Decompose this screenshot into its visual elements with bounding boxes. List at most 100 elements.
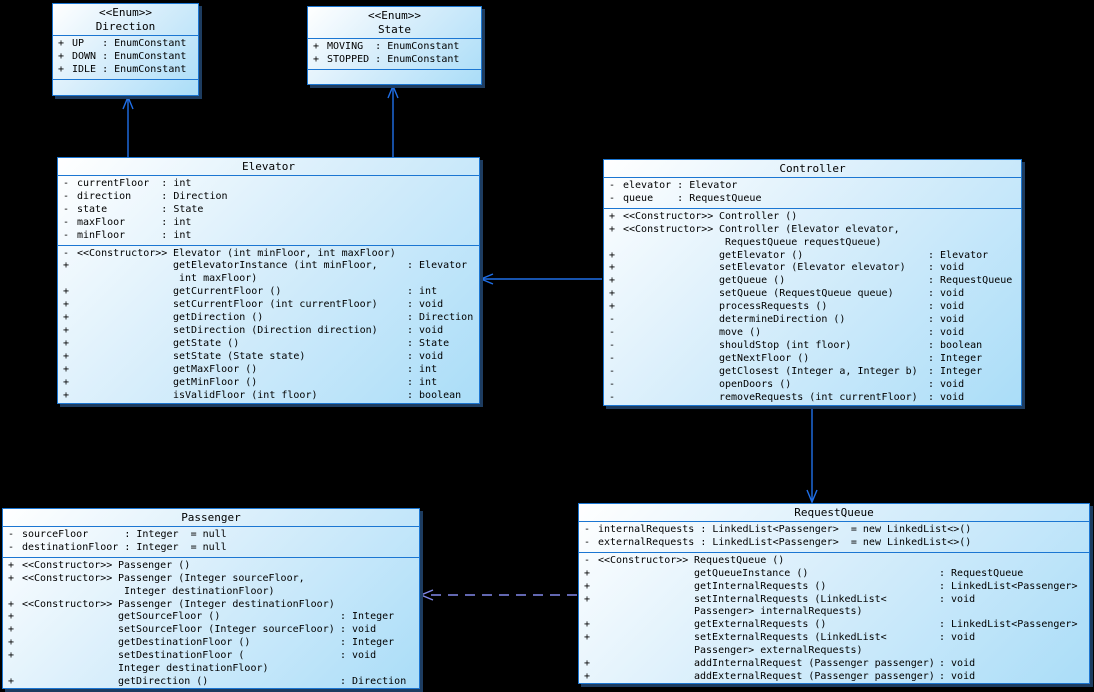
method-row: -getNextFloor (): Integer — [609, 352, 983, 364]
attribute-row: -queue : RequestQueue — [609, 192, 762, 204]
method-row: +addInternalRequest (Passenger passenger… — [584, 658, 976, 670]
method-row: +getDestinationFloor (): Integer — [8, 637, 395, 649]
relation-controller-to-requestqueue[interactable] — [806, 407, 818, 504]
method-row: +processRequests (): void — [609, 301, 965, 313]
class-elevator-title: Elevator — [58, 158, 479, 175]
class-state-attributes: +MOVING : EnumConstant+STOPPED : EnumCon… — [308, 38, 481, 69]
method-row: +getMinFloor (): int — [63, 376, 438, 388]
class-elevator-name: Elevator — [242, 160, 295, 173]
class-state[interactable]: <<Enum>> State +MOVING : EnumConstant+ST… — [307, 6, 482, 85]
arrowhead-left-icon — [419, 589, 434, 601]
method-row: +<<Constructor>>Passenger (Integer sourc… — [8, 572, 305, 597]
attribute-row: +IDLE : EnumConstant — [58, 63, 187, 75]
method-row: +getInternalRequests (): LinkedList<Pass… — [584, 580, 1078, 592]
class-controller-attributes: -elevator : Elevator-queue : RequestQueu… — [604, 177, 1021, 208]
class-elevator[interactable]: Elevator -currentFloor : int-direction :… — [57, 157, 480, 404]
method-row: -determineDirection (): void — [609, 314, 965, 326]
method-row: -<<Constructor>>Elevator (int minFloor, … — [63, 247, 396, 259]
class-controller[interactable]: Controller -elevator : Elevator-queue : … — [603, 159, 1022, 406]
relation-controller-to-elevator[interactable] — [479, 273, 602, 285]
attribute-row: -internalRequests : LinkedList<Passenger… — [584, 524, 972, 535]
attribute-row: -sourceFloor : Integer = null — [8, 529, 227, 540]
class-state-methods-empty — [308, 68, 481, 84]
method-row: +setElevator (Elevator elevator): void — [609, 262, 965, 274]
method-row: -move (): void — [609, 326, 965, 338]
relation-elevator-to-direction[interactable] — [122, 95, 134, 157]
attribute-row: -state : State — [63, 203, 204, 215]
class-requestqueue-methods: -<<Constructor>>RequestQueue ()+getQueue… — [579, 551, 1089, 683]
method-row: +<<Constructor>>Passenger (Integer desti… — [8, 598, 335, 610]
method-row: +getState (): State — [63, 337, 450, 349]
arrowhead-left-icon — [479, 273, 494, 285]
method-row: +setQueue (RequestQueue queue): void — [609, 288, 965, 300]
attribute-row: +DOWN : EnumConstant — [58, 50, 187, 62]
arrowhead-up-icon — [122, 95, 134, 110]
method-row: +getDirection (): Direction — [8, 675, 407, 687]
class-passenger-title: Passenger — [3, 509, 419, 526]
relation-elevator-to-state[interactable] — [387, 84, 399, 157]
method-row: +setCurrentFloor (int currentFloor): voi… — [63, 299, 444, 311]
method-row: -openDoors (): void — [609, 378, 965, 390]
method-row: -<<Constructor>>RequestQueue () — [584, 554, 785, 566]
attribute-row: -minFloor : int — [63, 229, 192, 241]
class-elevator-attributes: -currentFloor : int-direction : Directio… — [58, 175, 479, 245]
method-row: +getSourceFloor (): Integer — [8, 611, 395, 623]
class-state-stereotype: <<Enum>> — [368, 9, 421, 22]
class-controller-methods: +<<Constructor>>Controller ()+<<Construc… — [604, 207, 1021, 405]
method-row: +getDirection (): Direction — [63, 312, 474, 324]
method-row: +getElevator (): Elevator — [609, 249, 989, 261]
class-passenger-name: Passenger — [181, 511, 241, 524]
class-direction[interactable]: <<Enum>> Direction +UP : EnumConstant+DO… — [52, 3, 199, 96]
method-row: +addExternalRequest (Passenger passenger… — [584, 670, 976, 682]
class-direction-methods-empty — [53, 78, 198, 95]
class-controller-title: Controller — [604, 160, 1021, 177]
class-passenger-attributes: -sourceFloor : Integer = null-destinatio… — [3, 526, 419, 557]
class-requestqueue-name: RequestQueue — [794, 506, 874, 519]
attribute-row: -externalRequests : LinkedList<Passenger… — [584, 536, 972, 548]
class-state-name: State — [377, 23, 412, 36]
class-direction-attributes: +UP : EnumConstant+DOWN : EnumConstant+I… — [53, 35, 198, 79]
class-requestqueue[interactable]: RequestQueue -internalRequests : LinkedL… — [578, 503, 1090, 684]
class-direction-name: Direction — [95, 20, 156, 33]
attribute-row: +MOVING : EnumConstant — [313, 41, 460, 52]
class-requestqueue-attributes: -internalRequests : LinkedList<Passenger… — [579, 521, 1089, 552]
method-row: -shouldStop (int floor): boolean — [609, 339, 983, 351]
arrowhead-up-icon — [387, 84, 399, 99]
method-row: +<<Constructor>>Controller () — [609, 210, 798, 222]
class-passenger[interactable]: Passenger -sourceFloor : Integer = null-… — [2, 508, 420, 689]
class-elevator-methods: -<<Constructor>>Elevator (int minFloor, … — [58, 244, 479, 403]
attribute-row: -maxFloor : int — [63, 216, 192, 228]
attribute-row: -currentFloor : int — [63, 178, 192, 189]
attribute-row: -elevator : Elevator — [609, 180, 738, 191]
class-state-title: <<Enum>> State — [308, 7, 481, 38]
method-row: +<<Constructor>>Passenger () — [8, 559, 191, 571]
method-row: +<<Constructor>>Controller (Elevator ele… — [609, 223, 900, 248]
method-row: +setInternalRequests (LinkedList< Passen… — [584, 593, 976, 618]
method-row: +setExternalRequests (LinkedList< Passen… — [584, 632, 976, 657]
method-row: +getMaxFloor (): int — [63, 363, 438, 375]
attribute-row: +STOPPED : EnumConstant — [313, 53, 460, 65]
attribute-row: -destinationFloor : Integer = null — [8, 541, 227, 553]
method-row: +setDirection (Direction direction): voi… — [63, 324, 444, 336]
class-direction-title: <<Enum>> Direction — [53, 4, 198, 35]
method-row: -getClosest (Integer a, Integer b): Inte… — [609, 365, 983, 377]
method-row: +setState (State state): void — [63, 350, 444, 362]
method-row: +setDestinationFloor ( Integer destinati… — [8, 650, 377, 675]
attribute-row: +UP : EnumConstant — [58, 38, 187, 49]
method-row: +getQueue (): RequestQueue — [609, 275, 1013, 287]
attribute-row: -direction : Direction — [63, 190, 228, 202]
class-requestqueue-title: RequestQueue — [579, 504, 1089, 521]
relation-requestqueue-to-passenger[interactable] — [419, 589, 577, 601]
class-direction-stereotype: <<Enum>> — [99, 6, 152, 19]
method-row: +getQueueInstance (): RequestQueue — [584, 567, 1024, 579]
class-controller-name: Controller — [779, 162, 846, 175]
method-row: +getCurrentFloor (): int — [63, 286, 438, 298]
arrowhead-down-icon — [806, 489, 818, 504]
method-row: +isValidFloor (int floor): boolean — [63, 389, 462, 401]
method-row: +setSourceFloor (Integer sourceFloor): v… — [8, 624, 377, 636]
method-row: +getExternalRequests (): LinkedList<Pass… — [584, 619, 1078, 631]
class-passenger-methods: +<<Constructor>>Passenger ()+<<Construct… — [3, 556, 419, 688]
method-row: +getElevatorInstance (int minFloor, int … — [63, 260, 468, 285]
